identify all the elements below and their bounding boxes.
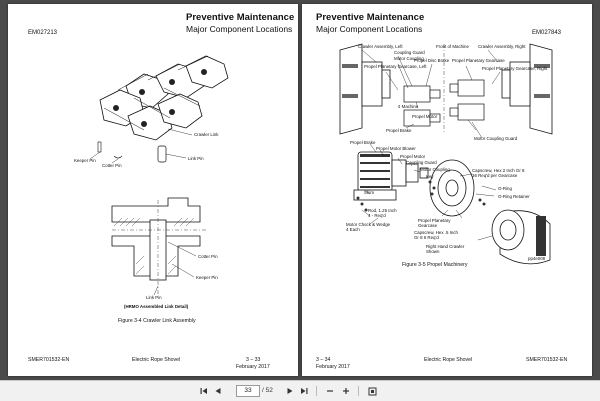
footer-doc-number: SMER701532-EN [28,357,70,363]
label-rod-qty: 4 - Req'd [368,213,386,218]
footer-title: Electric Rope Shovel [132,357,181,363]
page-subtitle: Major Component Locations [316,24,423,34]
label-coupling-guard-2: Coupling Guard [406,160,437,165]
label-propel-brake-top: Propel Brake [386,128,412,133]
toolbar-divider [316,386,317,396]
label-crawler-assembly-right: Crawler Assembly, Right [478,44,526,49]
zoom-in-icon[interactable] [340,385,352,397]
label-link-pin-detail: Link Pin [146,295,162,300]
label-motor-chock: Motor Chock & Wedge [346,222,391,227]
page-number-input[interactable]: 33 [236,385,260,397]
label-rod: Rod, 1.25 Inch [368,208,397,213]
label-propel-motor-blower: Propel Motor Blower [376,146,416,151]
footer-title: Electric Rope Shovel [424,357,473,363]
label-o-ring-retainer: O-Ring Retainer [498,194,530,199]
label-o-ring: O-Ring [498,186,512,191]
page-title: Preventive Maintenance [186,12,295,23]
label-motor-chock-qty: 4 Each [346,227,360,232]
label-propel-brake: Propel Brake [350,140,376,145]
label-propel-planetary-gearcase-2b: Gearcase [418,223,438,228]
first-page-icon[interactable] [198,385,210,397]
label-coupling-guard: Coupling Guard [394,50,425,55]
footer-date: February 2017 [236,364,270,370]
label-propel-planetary-gearcase: Propel Planetary Gearcase [452,58,505,63]
page-title: Preventive Maintenance [316,12,425,23]
label-machine-centerline: ¢ Machine [398,104,419,109]
doc-code: EM027843 [532,30,562,36]
page-total: / 52 [262,387,273,394]
label-cotter-pin: Cotter Pin [102,163,122,168]
propel-machinery-drawing [339,43,553,265]
label-cotter-pin-detail: Cotter Pin [198,254,218,259]
figure-caption: Figure 3-5 Propel Machinery [402,262,468,268]
viewer-toolbar: 33 / 52 [0,380,600,401]
label-part-number: pp4e008 [528,256,546,261]
label-propel-motor-top: Propel Motor [412,114,438,119]
last-page-icon[interactable] [298,385,310,397]
page-subtitle: Major Component Locations [186,24,293,34]
label-keeper-pin-detail: Keeper Pin [196,275,218,280]
label-crawler-assembly-left: Crawler Assembly, Left [358,44,403,49]
label-motor-coupling: Motor Coupling [394,56,424,61]
label-shim: Shim [364,190,375,195]
label-capscrew-2b: Gr 8 6 Req'd [414,235,439,240]
footer-date: February 2017 [316,364,350,370]
next-page-icon[interactable] [284,385,296,397]
label-propel-disc-brake: Propel Disc Brake [414,58,450,63]
footer-page-number: 3 – 33 [246,357,261,363]
right-page: Preventive Maintenance Major Component L… [302,4,592,376]
label-motor-coupling-guard: Motor Coupling Guard [474,136,518,141]
label-propel-motor: Propel Motor [400,154,426,159]
label-right-hand-crawler: Right Hand Crawler [426,244,465,249]
footer-page-number: 3 – 34 [316,357,331,363]
figure-caption: Figure 3-4 Crawler Link Assembly [118,318,196,324]
detail-note: (HRMO Assembled Link Detail) [124,304,189,309]
label-capscrew-2: Capscrew, Hex .5 Inch [414,230,458,235]
label-link-pin: Link Pin [188,156,204,161]
fit-page-icon[interactable] [366,385,378,397]
label-capscrew-1b: 36 Req'd per Gearcase [472,173,518,178]
label-right-hand-crawler-shown: Shown [426,249,440,254]
label-front-of-machine: Front of Machine [436,44,469,49]
footer-doc-number: SMER701532-EN [526,357,568,363]
label-capscrew-1: Capscrew, Hex 2 Inch Gr 8 [472,168,525,173]
label-propel-planetary-gearcase-left: Propel Planetary Gearcase, Left [364,64,427,69]
left-page: Preventive Maintenance Major Component L… [8,4,298,376]
label-key: Key [426,174,434,179]
doc-code: EM027213 [28,30,58,36]
label-keeper-pin: Keeper Pin [74,158,96,163]
previous-page-icon[interactable] [212,385,224,397]
label-propel-planetary-gearcase-2: Propel Planetary [418,218,451,223]
label-propel-planetary-gearcase-right: Propel Planetary Gearcase, Right [482,66,548,71]
toolbar-divider [358,386,359,396]
label-crawler-link: Crawler Link [194,132,219,137]
label-motor-coupling-2: Motor Coupling [420,167,450,172]
crawler-link-drawing [89,55,229,296]
zoom-out-icon[interactable] [324,385,336,397]
